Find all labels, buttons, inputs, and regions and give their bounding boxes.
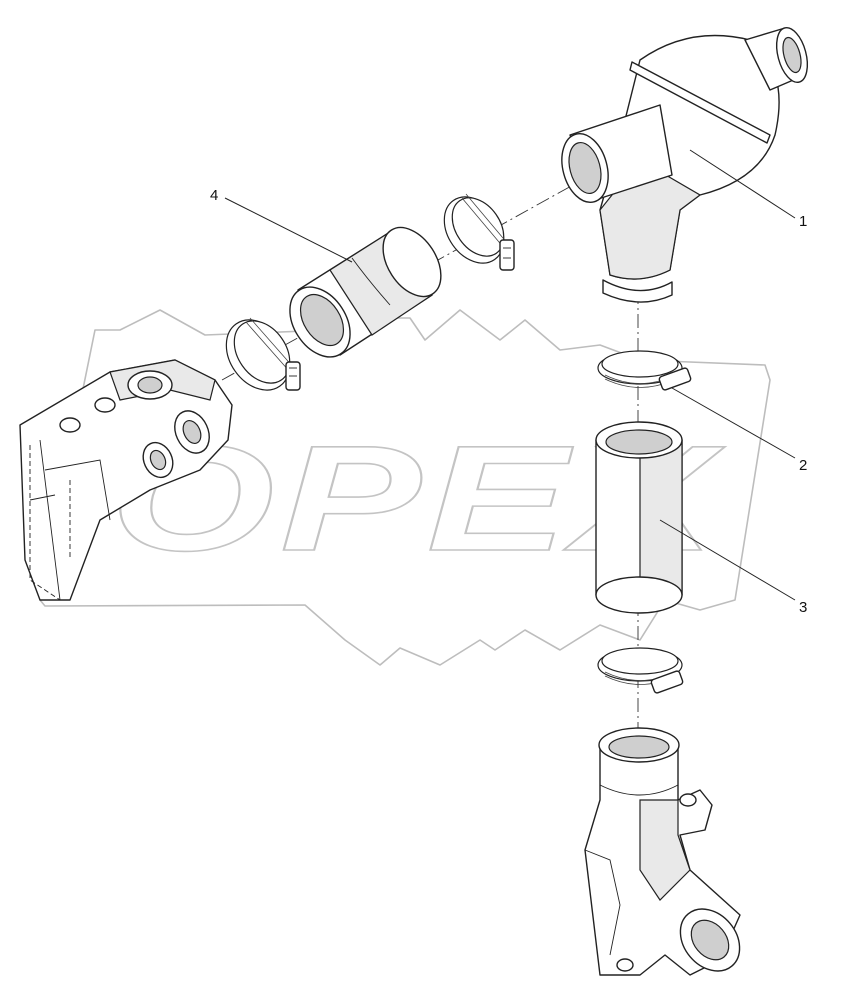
outlet-elbow <box>584 727 741 976</box>
callout-leader-1 <box>689 149 796 219</box>
straight-hose-3 <box>595 421 683 614</box>
hose-clamp-left <box>225 317 301 391</box>
callouts: 1 2 3 4 <box>210 149 807 616</box>
engine-housing <box>19 359 233 601</box>
callout-leader-4 <box>224 197 353 263</box>
hose-clamp-lower <box>597 647 684 694</box>
callout-label-4: 4 <box>210 187 218 204</box>
hose-clamp-upper <box>443 193 515 271</box>
hose-clamp-2 <box>597 350 692 391</box>
callout-label-2: 2 <box>799 457 807 474</box>
callout-leader-3 <box>659 519 796 601</box>
thermostat-housing <box>561 27 809 303</box>
callout-label-3: 3 <box>799 599 807 616</box>
callout-leader-2 <box>671 387 796 459</box>
hose-4 <box>289 226 442 358</box>
callout-label-1: 1 <box>799 213 807 230</box>
